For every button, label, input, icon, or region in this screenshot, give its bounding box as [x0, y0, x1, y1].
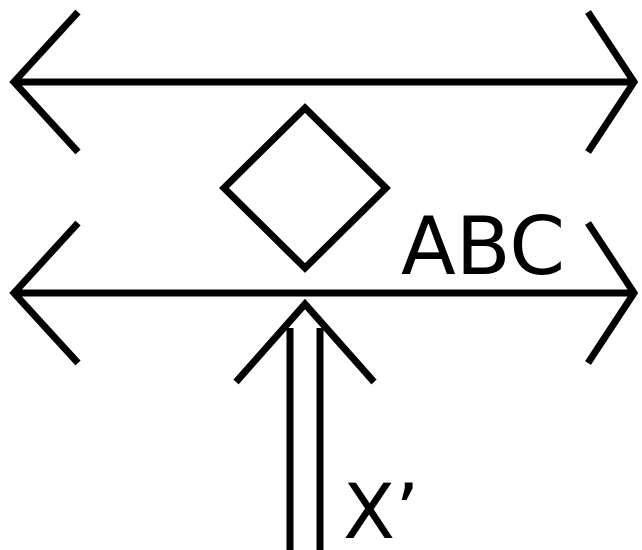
middle-arrow-right-head	[585, 221, 639, 365]
vertical-double-arrow	[233, 298, 377, 550]
middle-double-arrow	[9, 220, 639, 366]
abc-label: ABC	[401, 200, 565, 293]
top-double-arrow	[9, 9, 639, 155]
diamond-shape	[219, 103, 391, 273]
middle-arrow-left-head	[9, 220, 81, 366]
top-arrow-left-head	[9, 9, 81, 155]
vertical-arrow-head	[233, 298, 377, 385]
x-prime-label: X’	[343, 467, 419, 550]
top-arrow-right-head	[585, 10, 639, 154]
